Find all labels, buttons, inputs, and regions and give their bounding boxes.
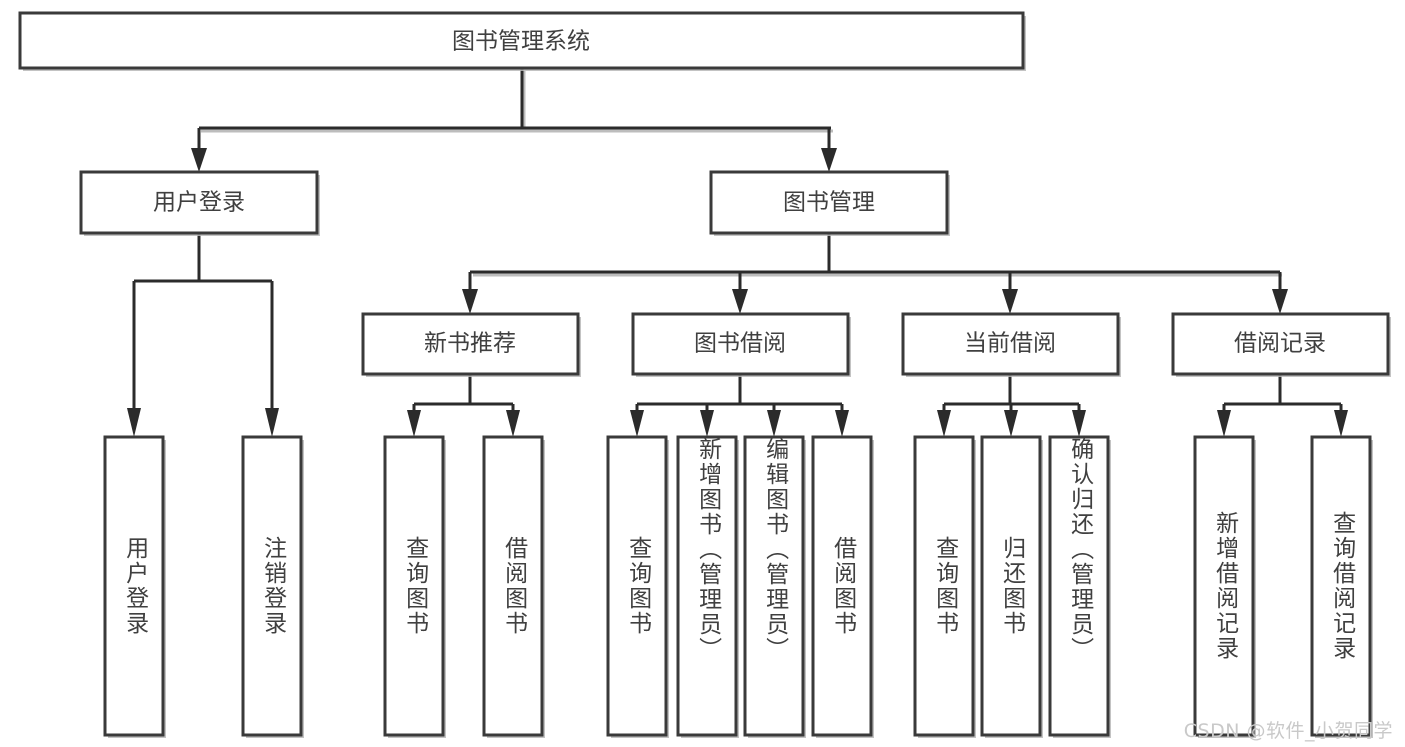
arrow-to-leaf-1 xyxy=(127,408,141,437)
leaf-box-6[interactable] xyxy=(676,435,738,737)
arrow-to-leaf-7 xyxy=(767,410,781,437)
node-book-borrow-box xyxy=(631,312,850,376)
leaf-box-5[interactable] xyxy=(606,435,668,737)
node-book-management[interactable]: 图书管理 xyxy=(709,170,950,236)
arrow-to-leaf-9 xyxy=(937,410,951,437)
node-current-borrow-label: 当前借阅 xyxy=(964,331,1056,357)
leaf-box-12[interactable] xyxy=(1193,435,1255,737)
arrow-to-leaf-13 xyxy=(1334,410,1348,437)
arrow-to-borrow xyxy=(732,289,748,314)
node-current-borrow-box xyxy=(901,312,1120,376)
leaf-box-2[interactable] xyxy=(241,435,303,737)
node-new-book-recommend-label: 新书推荐 xyxy=(424,331,516,357)
arrow-to-leaf-4 xyxy=(506,410,520,437)
node-borrow-records[interactable]: 借阅记录 xyxy=(1171,312,1391,377)
arrow-to-new-books xyxy=(462,289,478,314)
arrow-to-leaf-12 xyxy=(1217,410,1231,437)
node-user-login[interactable]: 用户登录 xyxy=(79,170,320,236)
node-root-box xyxy=(18,11,1025,70)
node-borrow-records-box xyxy=(1171,312,1390,376)
arrow-to-leaf-11 xyxy=(1072,410,1086,437)
leaf-box-4[interactable] xyxy=(482,435,544,737)
leaf-box-1[interactable] xyxy=(103,435,165,737)
node-book-management-box xyxy=(709,170,949,235)
node-root[interactable]: 图书管理系统 xyxy=(18,11,1026,71)
node-user-login-label: 用户登录 xyxy=(153,190,245,216)
node-book-borrow-label: 图书借阅 xyxy=(694,331,786,357)
node-book-management-label: 图书管理 xyxy=(783,190,875,216)
arrow-to-leaf-10 xyxy=(1004,410,1018,437)
leaf-box-9[interactable] xyxy=(913,435,975,737)
arrow-to-user-login xyxy=(191,148,207,172)
leaf-box-11[interactable] xyxy=(1048,435,1110,737)
node-current-borrow[interactable]: 当前借阅 xyxy=(901,312,1121,377)
arrow-to-leaf-5 xyxy=(630,410,644,437)
leaf-box-13[interactable] xyxy=(1310,435,1372,737)
node-user-login-box xyxy=(79,170,319,235)
leaf-box-7[interactable] xyxy=(743,435,805,737)
leaf-box-8[interactable] xyxy=(811,435,873,737)
arrow-to-leaf-3 xyxy=(407,410,421,437)
leaf-box-3[interactable] xyxy=(383,435,445,737)
leaf-box-10[interactable] xyxy=(980,435,1042,737)
node-new-book-recommend[interactable]: 新书推荐 xyxy=(361,312,581,377)
arrow-to-records xyxy=(1272,289,1288,314)
arrow-to-leaf-6 xyxy=(700,410,714,437)
node-borrow-records-label: 借阅记录 xyxy=(1234,331,1326,357)
arrow-to-book-mgmt xyxy=(821,148,837,172)
arrow-to-leaf-2 xyxy=(265,408,279,437)
arrow-to-current xyxy=(1002,289,1018,314)
leaf-box-layer xyxy=(103,435,1373,738)
node-root-label: 图书管理系统 xyxy=(452,29,590,55)
node-new-book-recommend-box xyxy=(361,312,580,376)
arrow-to-leaf-8 xyxy=(835,410,849,437)
connector-layer xyxy=(127,68,1348,437)
node-book-borrow[interactable]: 图书借阅 xyxy=(631,312,851,377)
